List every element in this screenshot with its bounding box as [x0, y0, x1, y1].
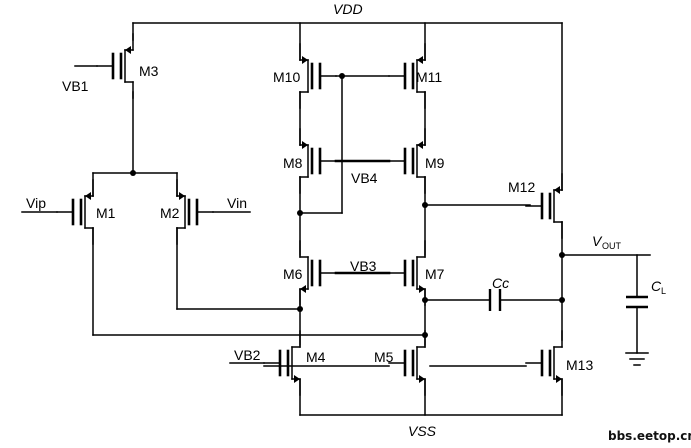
transistor-m8 — [298, 127, 338, 195]
capacitor-cl — [626, 295, 648, 309]
cl-subscript: L — [661, 286, 666, 296]
m3-label: M3 — [139, 63, 159, 79]
vb2-label: VB2 — [234, 347, 261, 363]
transistor-m5 — [387, 329, 427, 397]
m6-label: M6 — [283, 266, 303, 282]
m8-label: M8 — [283, 155, 303, 171]
junction-dots — [130, 73, 565, 338]
vin-label: Vin — [227, 195, 247, 211]
transistor-m10 — [298, 42, 338, 110]
m12-label: M12 — [508, 179, 535, 195]
vb3-label: VB3 — [350, 258, 377, 274]
m13-label: M13 — [566, 357, 593, 373]
vss-label: VSS — [408, 423, 437, 439]
cc-label: Cc — [492, 275, 509, 291]
cl-label: C — [651, 278, 662, 294]
vout-label: V — [592, 233, 603, 249]
vout-subscript: OUT — [602, 241, 622, 251]
transistor-m6 — [298, 239, 338, 307]
m4-label: M4 — [306, 349, 326, 365]
transistor-m7 — [387, 239, 427, 307]
vb4-label: VB4 — [351, 170, 378, 186]
m7-label: M7 — [425, 266, 445, 282]
capacitor-cc — [488, 289, 502, 311]
watermark: bbs.eetop.cn — [608, 429, 691, 443]
m1-label: M1 — [96, 205, 116, 221]
transistor-m4 — [262, 329, 302, 397]
transistor-m13 — [524, 329, 564, 397]
transistor-m1 — [21, 178, 95, 246]
m10-label: M10 — [273, 69, 300, 85]
transistor-m2 — [175, 178, 251, 246]
vip-label: Vip — [26, 195, 46, 211]
vb1-label: VB1 — [62, 78, 89, 94]
transistor-m9 — [387, 127, 427, 195]
vdd-label: VDD — [333, 1, 363, 17]
m9-label: M9 — [425, 155, 445, 171]
m11-label: M11 — [416, 69, 442, 85]
m5-label: M5 — [374, 349, 394, 365]
ground-icon — [625, 352, 649, 366]
transistor-m3 — [74, 32, 135, 100]
m2-label: M2 — [160, 205, 180, 221]
